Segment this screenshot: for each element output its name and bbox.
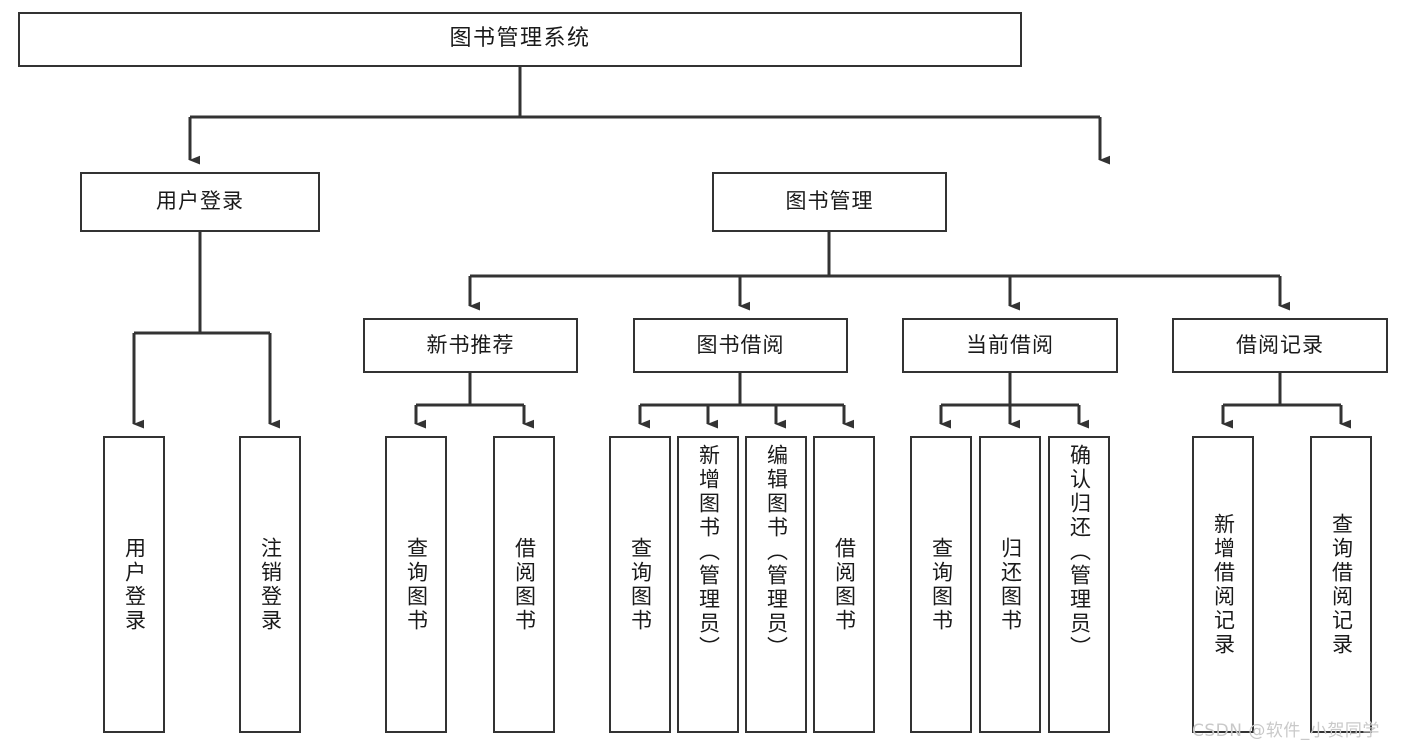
node-leaf-edit-book-label: 编辑图书（管理员） [764, 444, 789, 660]
node-leaf-query-book-3[interactable]: 查询图书 [910, 436, 972, 733]
node-leaf-add-record[interactable]: 新增借阅记录 [1192, 436, 1254, 733]
node-leaf-query-book-2-label: 查询图书 [628, 536, 653, 633]
node-leaf-user-logout[interactable]: 注销登录 [239, 436, 301, 733]
node-borrow-record-label: 借阅记录 [1236, 332, 1324, 357]
node-book-borrow-label: 图书借阅 [696, 332, 785, 357]
node-leaf-confirm-return-label: 确认归还（管理员） [1067, 444, 1092, 660]
node-root[interactable]: 图书管理系统 [18, 12, 1022, 67]
node-leaf-add-book[interactable]: 新增图书（管理员） [677, 436, 739, 733]
node-user-login[interactable]: 用户登录 [80, 172, 320, 232]
node-leaf-return-book[interactable]: 归还图书 [979, 436, 1041, 733]
node-leaf-user-logout-label: 注销登录 [258, 536, 283, 633]
node-leaf-borrow-book-1-label: 借阅图书 [512, 536, 537, 633]
node-current-borrow-label: 当前借阅 [966, 332, 1054, 357]
node-leaf-query-book-1[interactable]: 查询图书 [385, 436, 447, 733]
node-leaf-return-book-label: 归还图书 [998, 536, 1023, 633]
node-leaf-query-book-1-label: 查询图书 [404, 536, 429, 633]
node-root-label: 图书管理系统 [449, 26, 591, 52]
node-leaf-borrow-book-2[interactable]: 借阅图书 [813, 436, 875, 733]
node-book-borrow[interactable]: 图书借阅 [633, 318, 848, 373]
node-leaf-query-record[interactable]: 查询借阅记录 [1310, 436, 1372, 733]
node-leaf-confirm-return[interactable]: 确认归还（管理员） [1048, 436, 1110, 733]
node-book-management-label: 图书管理 [785, 189, 874, 214]
node-leaf-borrow-book-2-label: 借阅图书 [832, 536, 857, 633]
csdn-watermark: CSDN @软件_小贺同学 [1192, 721, 1380, 741]
node-leaf-borrow-book-1[interactable]: 借阅图书 [493, 436, 555, 733]
node-leaf-edit-book[interactable]: 编辑图书（管理员） [745, 436, 807, 733]
node-leaf-add-record-label: 新增借阅记录 [1211, 512, 1236, 657]
node-leaf-user-login[interactable]: 用户登录 [103, 436, 165, 733]
node-book-management[interactable]: 图书管理 [712, 172, 947, 232]
node-leaf-user-login-label: 用户登录 [122, 536, 147, 633]
node-user-login-label: 用户登录 [156, 189, 244, 214]
node-leaf-add-book-label: 新增图书（管理员） [696, 444, 721, 660]
node-new-book-recommend[interactable]: 新书推荐 [363, 318, 578, 373]
node-borrow-record[interactable]: 借阅记录 [1172, 318, 1388, 373]
node-current-borrow[interactable]: 当前借阅 [902, 318, 1118, 373]
node-leaf-query-record-label: 查询借阅记录 [1329, 512, 1354, 657]
node-leaf-query-book-2[interactable]: 查询图书 [609, 436, 671, 733]
node-new-book-recommend-label: 新书推荐 [426, 332, 515, 357]
node-leaf-query-book-3-label: 查询图书 [929, 536, 954, 633]
